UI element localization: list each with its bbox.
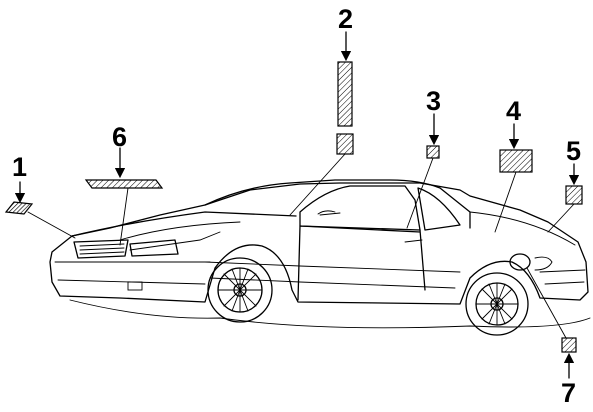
callout-number-5: 5: [566, 136, 581, 166]
rear-wheel: [465, 272, 529, 336]
fuel-door: [509, 253, 531, 271]
rear-quarter-window: [417, 187, 461, 231]
car-illustration: [49, 179, 591, 329]
label-part-2b-icon: [336, 133, 354, 155]
callout-number-1: 1: [12, 152, 27, 182]
callout-number-3: 3: [426, 86, 441, 116]
label-part-4-icon: [499, 149, 533, 173]
car-door: [297, 225, 426, 301]
label-part-1-icon: [4, 201, 34, 215]
callout-arrows: [14, 31, 580, 379]
label-part-3-icon: [426, 145, 440, 159]
callout-number-6: 6: [112, 122, 127, 152]
callout-number-2: 2: [338, 4, 353, 34]
label-part-6-icon: [84, 179, 164, 189]
label-part-7-icon: [561, 337, 577, 353]
front-wheel: [207, 257, 273, 323]
car-roof: [204, 179, 471, 229]
callout-number-7: 7: [561, 378, 576, 407]
headlight: [129, 239, 179, 257]
side-window: [299, 185, 421, 231]
label-part-2-icon: [337, 61, 353, 127]
label-part-5-icon: [565, 185, 583, 205]
car-body-outline: [49, 182, 589, 305]
grille: [73, 239, 129, 259]
callout-number-4: 4: [506, 96, 521, 126]
hood: [71, 211, 297, 237]
